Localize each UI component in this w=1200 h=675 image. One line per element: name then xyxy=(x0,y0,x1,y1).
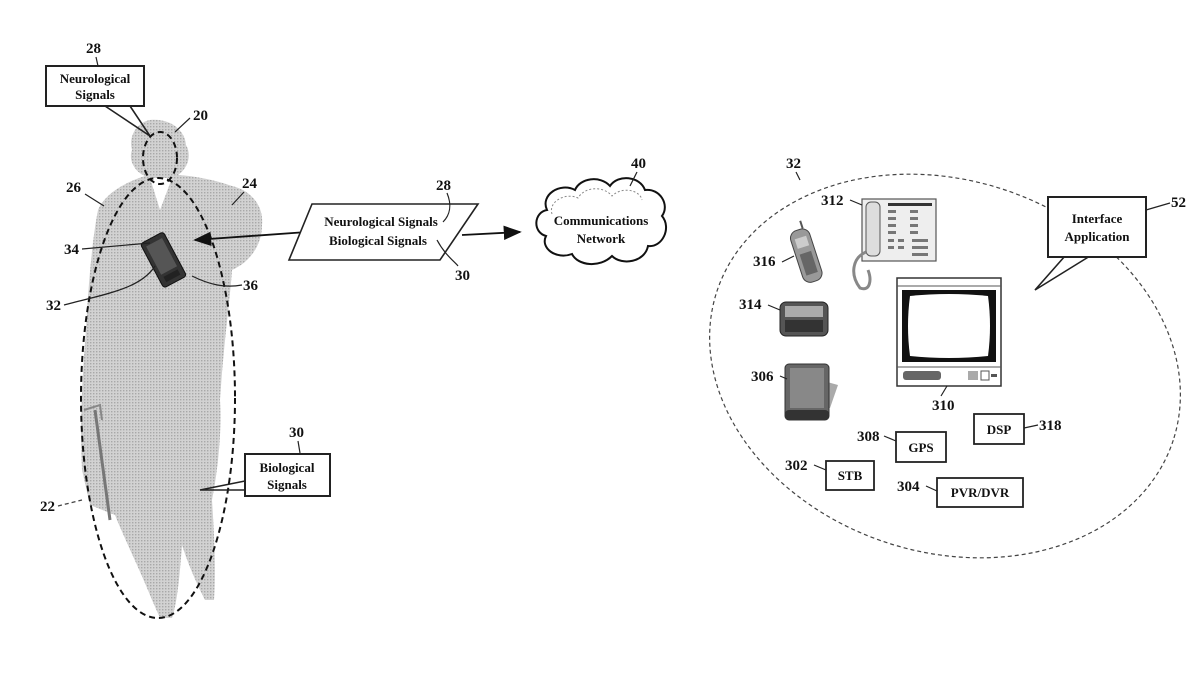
ref-28-top: 28 xyxy=(86,41,101,57)
ref-28-parallelogram: 28 xyxy=(436,178,451,194)
ref-26: 26 xyxy=(66,180,82,196)
ref-36-leader xyxy=(191,275,243,287)
briefcase-handle xyxy=(83,403,103,421)
ref-24-leader xyxy=(231,191,245,206)
interface-application-box xyxy=(1047,196,1147,258)
ref-30-bottom: 30 xyxy=(289,425,304,441)
callout-pointer xyxy=(1034,255,1091,291)
callout-pointer xyxy=(104,105,151,137)
shirt-collar xyxy=(150,178,172,210)
ref-40: 40 xyxy=(631,156,646,172)
ref-28-leader xyxy=(95,56,99,67)
neurological-line-2: Signals xyxy=(75,87,115,102)
ref-314-leader xyxy=(767,304,781,311)
parallelogram-line-1: Neurological Signals xyxy=(324,214,438,229)
ref-310: 310 xyxy=(932,398,955,414)
person-reference-labels: 28 20 26 24 34 32 36 22 30 xyxy=(40,41,304,515)
stb-box xyxy=(825,460,875,491)
ref-30-p-leader xyxy=(436,239,459,267)
person-figure xyxy=(81,119,263,618)
ref-316: 316 xyxy=(753,254,776,270)
ref-318-leader xyxy=(1023,424,1039,429)
ref-28-p-leader xyxy=(442,192,451,223)
cellular-phone-icon xyxy=(789,220,823,283)
ref-26-leader xyxy=(84,193,105,207)
person-silhouette xyxy=(81,119,263,618)
biological-line-2: Signals xyxy=(267,477,307,492)
communications-network-cloud: Communications Network 40 xyxy=(535,156,667,265)
callout-pointer xyxy=(199,480,246,491)
ref-308: 308 xyxy=(857,429,880,445)
desk-telephone-icon xyxy=(852,198,937,291)
body-region-ellipse xyxy=(80,177,236,619)
ref-36: 36 xyxy=(243,278,259,294)
interface-line-1: Interface xyxy=(1072,211,1123,226)
pager-icon xyxy=(779,301,829,337)
parallelogram-shape xyxy=(287,203,480,261)
ref-32-person: 32 xyxy=(46,298,61,314)
mobile-device xyxy=(140,232,187,288)
ref-318: 318 xyxy=(1039,418,1062,434)
interface-application-callout: Interface Application 52 xyxy=(1034,195,1186,291)
ref-20-leader xyxy=(174,117,191,133)
neurological-line-1: Neurological xyxy=(60,71,131,86)
ref-32-cluster-leader xyxy=(795,171,801,181)
cluster-ellipse xyxy=(709,173,1181,559)
biological-signals-box xyxy=(244,453,331,497)
ref-306: 306 xyxy=(751,369,774,385)
network-line-2: Network xyxy=(577,231,626,246)
pda-icon xyxy=(784,363,838,421)
ref-32-leader xyxy=(63,265,156,306)
gps-box xyxy=(895,431,947,463)
gps-label: GPS xyxy=(908,440,933,455)
dsp-label: DSP xyxy=(987,422,1012,437)
neurological-signals-callout: Neurological Signals xyxy=(45,65,151,137)
arrow-to-network xyxy=(461,225,522,241)
network-line-1: Communications xyxy=(554,213,649,228)
ref-308-leader xyxy=(883,435,897,442)
ref-30-leader xyxy=(297,440,301,454)
stb-label: STB xyxy=(838,468,863,483)
ref-316-leader xyxy=(781,255,795,263)
briefcase-strap xyxy=(93,409,112,521)
ref-304: 304 xyxy=(897,479,920,495)
cloud-inner-outline xyxy=(550,188,643,215)
ref-24: 24 xyxy=(242,176,258,192)
ref-302-leader xyxy=(813,464,827,471)
signals-parallelogram: Neurological Signals Biological Signals … xyxy=(193,178,522,284)
television-icon xyxy=(896,277,1002,387)
ref-32-cluster: 32 xyxy=(786,156,801,172)
parallelogram-line-2: Biological Signals xyxy=(329,233,427,248)
ref-20: 20 xyxy=(193,108,208,124)
ref-40-leader xyxy=(629,171,638,187)
neurological-signals-box xyxy=(45,65,145,107)
ref-22-leader xyxy=(57,499,83,507)
device-cluster: 32 Interface Application 52 xyxy=(709,156,1186,559)
ref-52-leader xyxy=(1145,202,1171,211)
ref-304-leader xyxy=(925,485,938,492)
ref-52: 52 xyxy=(1171,195,1186,211)
ref-34-leader xyxy=(81,242,151,250)
ref-312: 312 xyxy=(821,193,844,209)
ref-312-leader xyxy=(849,199,863,206)
ref-302: 302 xyxy=(785,458,808,474)
biological-line-1: Biological xyxy=(260,460,315,475)
pvr-dvr-label: PVR/DVR xyxy=(951,485,1010,500)
cloud-shape xyxy=(535,177,667,265)
pvr-dvr-box xyxy=(936,477,1024,508)
interface-line-2: Application xyxy=(1064,229,1130,244)
ref-306-leader xyxy=(779,375,788,380)
dsp-box xyxy=(973,413,1025,445)
head-region-ellipse xyxy=(142,131,178,185)
arrow-to-device xyxy=(193,231,308,247)
ref-34: 34 xyxy=(64,242,80,258)
biological-signals-callout: Biological Signals xyxy=(199,453,331,497)
ref-310-leader xyxy=(940,385,948,397)
ref-30-parallelogram: 30 xyxy=(455,268,470,284)
ref-314: 314 xyxy=(739,297,762,313)
ref-22: 22 xyxy=(40,499,55,515)
